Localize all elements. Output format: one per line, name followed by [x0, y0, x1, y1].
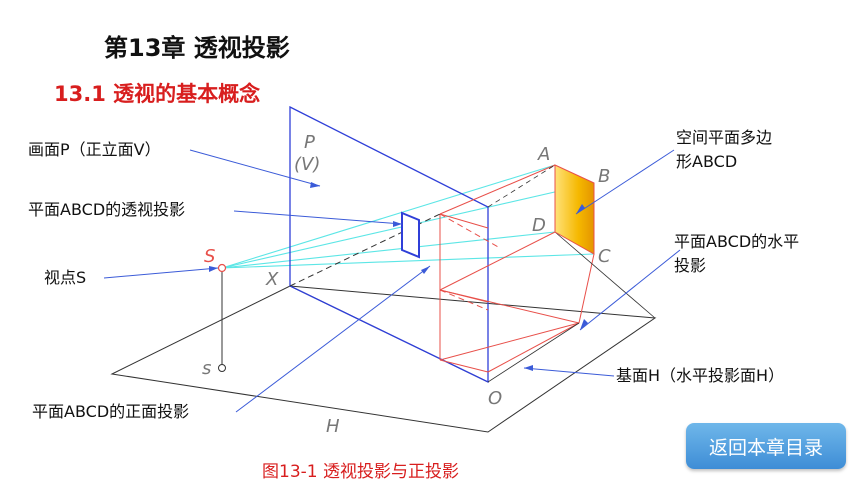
label-a: A: [537, 144, 550, 165]
ground-plane-h: [110, 285, 657, 433]
label-front-projection: 平面ABCD的正面投影: [32, 402, 190, 421]
label-ground-plane: 基面H（水平投影面H）: [616, 366, 785, 385]
label-c: C: [598, 246, 611, 267]
viewpoint-s: [217, 263, 227, 273]
spatial-polygon-abcd: [554, 164, 595, 255]
section-title: 13.1 透视的基本概念: [54, 82, 261, 106]
hidden-lines: [439, 213, 501, 311]
figure-caption: 图13-1 透视投影与正投影: [262, 462, 459, 482]
chapter-title: 第13章 透视投影: [104, 34, 290, 62]
hidden-ground-line: [289, 213, 441, 287]
projection-rays: [221, 164, 595, 269]
label-picture-plane: 画面P（正立面V）: [28, 140, 161, 159]
label-horizontal-projection-line1: 平面ABCD的水平: [674, 232, 800, 251]
label-o: O: [488, 388, 502, 409]
label-perspective-projection: 平面ABCD的透视投影: [28, 200, 186, 219]
label-p: P: [304, 132, 315, 153]
label-spatial-polygon-line1: 空间平面多边: [676, 128, 773, 147]
station-point-s: [218, 364, 226, 372]
label-s-small: s: [202, 358, 211, 379]
label-d: D: [532, 215, 546, 236]
projection-box: [439, 164, 595, 373]
picture-plane-p: [289, 105, 489, 384]
label-h: H: [326, 416, 340, 437]
label-spatial-polygon-line2: 形ABCD: [676, 152, 738, 171]
label-horizontal-projection-line2: 投影: [674, 256, 707, 275]
label-spatial-polygon: 空间平面多边 形ABCD: [676, 126, 772, 174]
label-s: S: [204, 246, 215, 267]
perspective-image: [401, 211, 420, 259]
label-b: B: [598, 166, 610, 187]
label-v: (V): [294, 154, 320, 175]
label-x: X: [265, 269, 279, 290]
leader-lines: [103, 149, 681, 413]
label-horizontal-projection: 平面ABCD的水平 投影: [674, 230, 799, 278]
back-to-chapter-button[interactable]: 返回本章目录: [686, 423, 846, 469]
label-viewpoint: 视点S: [44, 268, 87, 287]
